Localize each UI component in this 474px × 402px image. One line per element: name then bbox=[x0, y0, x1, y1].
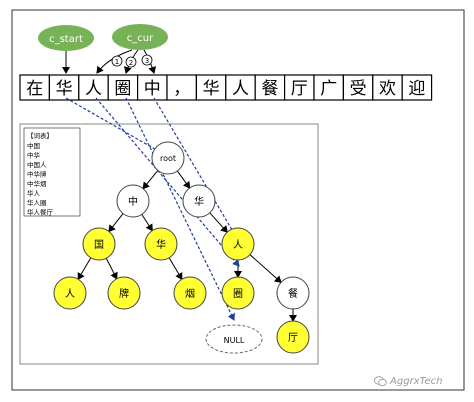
svg-text:root: root bbox=[160, 154, 176, 163]
dictionary-word: 中国人 bbox=[27, 160, 47, 169]
trie-edge-zhong-hua2 bbox=[141, 214, 153, 232]
trie-edges bbox=[77, 170, 297, 322]
null-node-label: NULL bbox=[224, 336, 245, 345]
svg-text:欢: 欢 bbox=[379, 79, 396, 99]
svg-text:人: 人 bbox=[232, 79, 249, 99]
step-badge-2: 2 bbox=[125, 56, 137, 68]
dictionary-word: 华人圈 bbox=[27, 198, 47, 207]
svg-text:华: 华 bbox=[203, 79, 220, 99]
trace-line-quan bbox=[125, 97, 235, 321]
trie-node-yan: 烟 bbox=[173, 276, 207, 310]
svg-text:，: ， bbox=[173, 79, 190, 99]
trie-edge-hua2-yan bbox=[168, 257, 183, 281]
svg-text:华: 华 bbox=[156, 238, 166, 251]
dictionary-word: 中国 bbox=[27, 141, 40, 150]
svg-text:广: 广 bbox=[320, 79, 337, 99]
watermark-text: AggrxTech bbox=[390, 375, 443, 387]
trie-node-quan: 圈 bbox=[221, 276, 255, 310]
trie-node-hua2: 华 bbox=[144, 227, 178, 261]
sentence-strip: 在华人圈中，华人餐厅广受欢迎 bbox=[19, 74, 433, 101]
dictionary-word: 中华牌 bbox=[27, 170, 47, 179]
trie-nodes: root中华国华人人牌烟圈餐厅 bbox=[53, 141, 310, 354]
sentence-char-1: 华 bbox=[48, 74, 80, 101]
wechat-icon bbox=[374, 375, 387, 386]
trie-edge-hua1-ren1 bbox=[209, 212, 228, 233]
svg-text:中: 中 bbox=[128, 195, 138, 208]
svg-text:华: 华 bbox=[194, 195, 204, 208]
trie-node-guo: 国 bbox=[82, 227, 116, 261]
pointer-c-start-label: c_start bbox=[49, 34, 83, 45]
sentence-char-10: 广 bbox=[313, 74, 344, 101]
svg-text:国: 国 bbox=[94, 239, 104, 251]
trie-node-zhong: 中 bbox=[116, 184, 150, 218]
trace-line-root bbox=[65, 97, 161, 153]
trie-edge-guo-pai bbox=[105, 258, 118, 280]
svg-text:餐: 餐 bbox=[288, 287, 298, 300]
svg-text:烟: 烟 bbox=[185, 287, 195, 300]
sentence-char-12: 欢 bbox=[372, 74, 403, 101]
svg-text:人: 人 bbox=[233, 239, 243, 251]
sentence-char-3: 圈 bbox=[107, 74, 139, 101]
step-badge-3: 3 bbox=[141, 54, 153, 66]
step-badge-3-label: 3 bbox=[145, 57, 149, 65]
svg-text:中: 中 bbox=[144, 79, 161, 99]
trace-lines bbox=[65, 97, 240, 321]
sentence-char-4: 中 bbox=[137, 74, 168, 101]
svg-text:受: 受 bbox=[350, 79, 367, 99]
trie-edge-root-zhong bbox=[142, 170, 159, 190]
svg-text:圈: 圈 bbox=[114, 79, 131, 99]
svg-text:华: 华 bbox=[56, 79, 73, 99]
svg-text:迎: 迎 bbox=[408, 79, 425, 99]
sentence-char-11: 受 bbox=[342, 74, 374, 101]
dictionary-word: 中华烟 bbox=[27, 179, 47, 188]
step-badge-2-label: 2 bbox=[129, 59, 133, 67]
dictionary-word: 华人 bbox=[27, 189, 41, 198]
trie-node-hua1: 华 bbox=[182, 184, 216, 218]
sentence-char-9: 厅 bbox=[284, 74, 315, 101]
dictionary-title: 【词表】 bbox=[27, 131, 53, 140]
sentence-char-0: 在 bbox=[19, 74, 50, 101]
dictionary-word: 中华 bbox=[27, 151, 41, 160]
trie-node-can: 餐 bbox=[276, 276, 310, 310]
step-badge-1-label: 1 bbox=[115, 58, 119, 66]
trie-node-ting: 厅 bbox=[276, 320, 310, 354]
trie-node-ren2: 人 bbox=[53, 276, 87, 310]
trie-edge-ren1-can bbox=[249, 254, 282, 284]
outer-frame bbox=[11, 9, 465, 391]
pointer-c-start: c_start bbox=[38, 25, 94, 51]
pointer-c-cur-label: c_cur bbox=[127, 33, 154, 44]
trie-edge-guo-ren2 bbox=[77, 257, 92, 281]
sentence-char-7: 人 bbox=[225, 74, 256, 101]
svg-text:人: 人 bbox=[85, 79, 102, 99]
svg-text:人: 人 bbox=[65, 288, 75, 300]
svg-text:圈: 圈 bbox=[233, 288, 243, 300]
sentence-char-5: ， bbox=[166, 74, 197, 101]
dictionary-word: 华人餐厅 bbox=[27, 208, 54, 217]
svg-text:厅: 厅 bbox=[291, 79, 308, 99]
watermark: AggrxTech bbox=[374, 372, 470, 390]
sentence-char-13: 迎 bbox=[401, 74, 433, 101]
sentence-char-2: 人 bbox=[78, 74, 109, 101]
trie-edge-zhong-guo bbox=[108, 213, 124, 233]
trace-line-zhong bbox=[153, 97, 239, 241]
svg-text:餐: 餐 bbox=[261, 79, 278, 99]
svg-text:在: 在 bbox=[26, 79, 43, 99]
sentence-char-8: 餐 bbox=[254, 74, 286, 101]
trie-edge-root-hua1 bbox=[176, 170, 191, 189]
trie-node-ren1: 人 bbox=[221, 227, 255, 261]
sentence-char-6: 华 bbox=[195, 74, 227, 101]
pointer-c-cur: c_cur bbox=[112, 24, 168, 50]
null-node: NULL bbox=[205, 324, 263, 354]
svg-text:牌: 牌 bbox=[119, 287, 129, 300]
trace-line-ren bbox=[95, 97, 240, 267]
step-badge-1: 1 bbox=[111, 55, 123, 67]
c-cur-arrow-1 bbox=[96, 49, 133, 74]
trie-node-pai: 牌 bbox=[107, 276, 141, 310]
svg-text:厅: 厅 bbox=[288, 333, 298, 344]
trie-node-root: root bbox=[151, 141, 185, 175]
